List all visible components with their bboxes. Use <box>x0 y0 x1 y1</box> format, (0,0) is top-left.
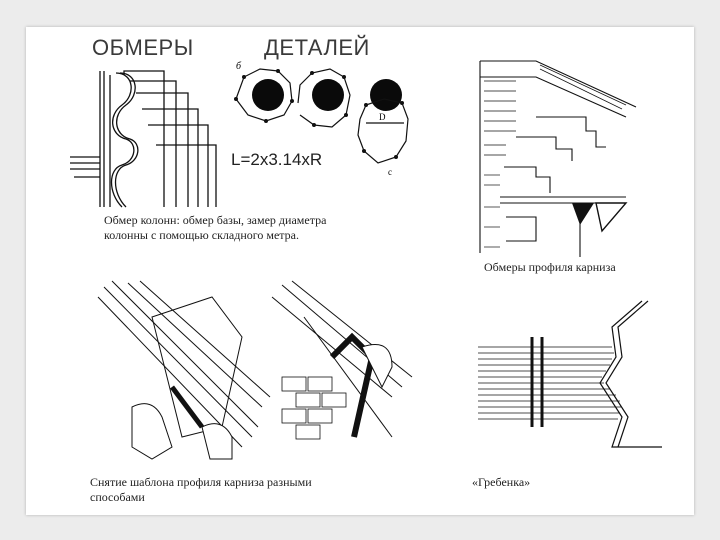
slide: ОБМЕРЫ ДЕТАЛЕЙ <box>26 27 694 515</box>
template-profile-illustration <box>97 280 413 460</box>
caption-template-line1: Снятие шаблона профиля карниза разными <box>90 475 312 489</box>
title-measurements: ОБМЕРЫ <box>92 35 194 60</box>
label-c: с <box>388 167 392 177</box>
caption-comb: «Гребенка» <box>472 475 531 489</box>
label-b: б <box>236 61 242 72</box>
caption-cornice: Обмеры профиля карниза <box>484 260 616 274</box>
title-details: ДЕТАЛЕЙ <box>264 35 370 60</box>
caption-columns: Обмер колонн: обмер базы, замер диаметра… <box>104 213 326 243</box>
column-diameter-illustration: б D с <box>234 61 409 177</box>
comb-tool-illustration <box>478 300 662 448</box>
label-d: D <box>379 112 386 122</box>
caption-template: Снятие шаблона профиля карниза разными с… <box>90 475 312 505</box>
column-base-profile-illustration <box>70 70 217 208</box>
caption-columns-line2: колонны с помощью складного метра. <box>104 228 300 242</box>
caption-template-line2: способами <box>90 490 145 504</box>
caption-columns-line1: Обмер колонн: обмер базы, замер диаметра <box>104 213 327 227</box>
circumference-formula: L=2x3.14xR <box>231 150 323 169</box>
cornice-profile-illustration <box>479 60 637 257</box>
